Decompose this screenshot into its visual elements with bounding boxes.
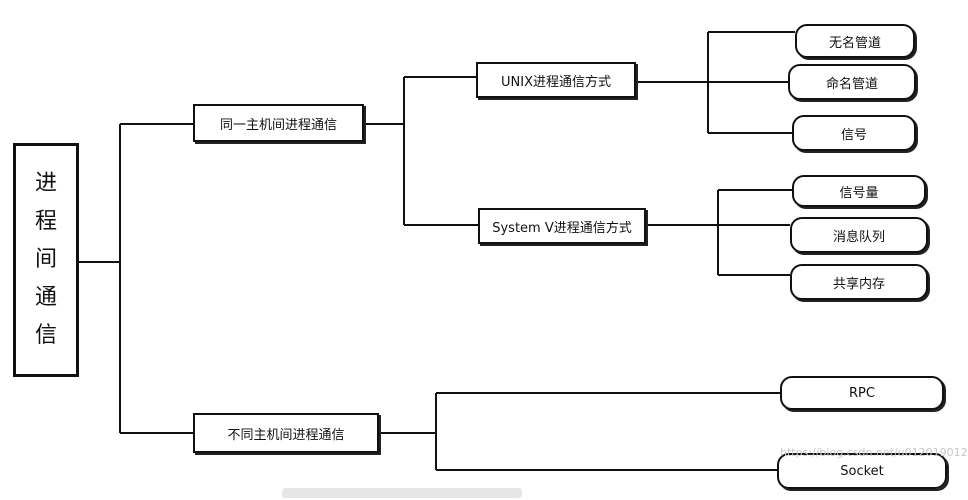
leaf-shared-memory: 共享内存 — [790, 264, 928, 300]
leaf-semaphore-label: 信号量 — [839, 185, 879, 201]
leaf-semaphore: 信号量 — [792, 175, 926, 207]
leaf-socket-label: Socket — [840, 463, 884, 479]
leaf-rpc-label: RPC — [849, 385, 875, 401]
leaf-signal: 信号 — [792, 115, 916, 151]
root-node-ipc: 进 程 间 通 信 — [13, 143, 79, 377]
leaf-named-pipe-label: 命名管道 — [825, 76, 878, 92]
node-system-v-method: System V进程通信方式 — [478, 208, 646, 244]
root-char-4: 通 — [34, 285, 57, 310]
leaf-message-queue: 消息队列 — [790, 217, 928, 253]
watermark-text: https://blog.csdn.net/u012019012 — [780, 446, 968, 459]
blurred-caption — [282, 488, 522, 498]
node-unix-method-label: UNIX进程通信方式 — [501, 74, 611, 90]
node-different-host-label: 不同主机间进程通信 — [227, 427, 345, 443]
root-char-5: 信 — [34, 323, 57, 348]
node-system-v-method-label: System V进程通信方式 — [492, 220, 632, 236]
root-char-2: 程 — [34, 209, 57, 234]
node-unix-method: UNIX进程通信方式 — [476, 62, 636, 98]
leaf-unnamed-pipe: 无名管道 — [795, 24, 915, 58]
leaf-named-pipe: 命名管道 — [788, 64, 916, 100]
leaf-unnamed-pipe-label: 无名管道 — [828, 35, 881, 51]
node-different-host: 不同主机间进程通信 — [193, 413, 379, 453]
leaf-socket: Socket — [777, 453, 947, 489]
node-same-host: 同一主机间进程通信 — [193, 104, 364, 142]
root-char-3: 间 — [34, 247, 57, 272]
leaf-message-queue-label: 消息队列 — [832, 229, 885, 245]
leaf-signal-label: 信号 — [840, 127, 867, 143]
node-same-host-label: 同一主机间进程通信 — [219, 117, 337, 133]
leaf-rpc: RPC — [780, 376, 944, 410]
root-char-1: 进 — [34, 171, 57, 196]
leaf-shared-memory-label: 共享内存 — [832, 276, 885, 292]
